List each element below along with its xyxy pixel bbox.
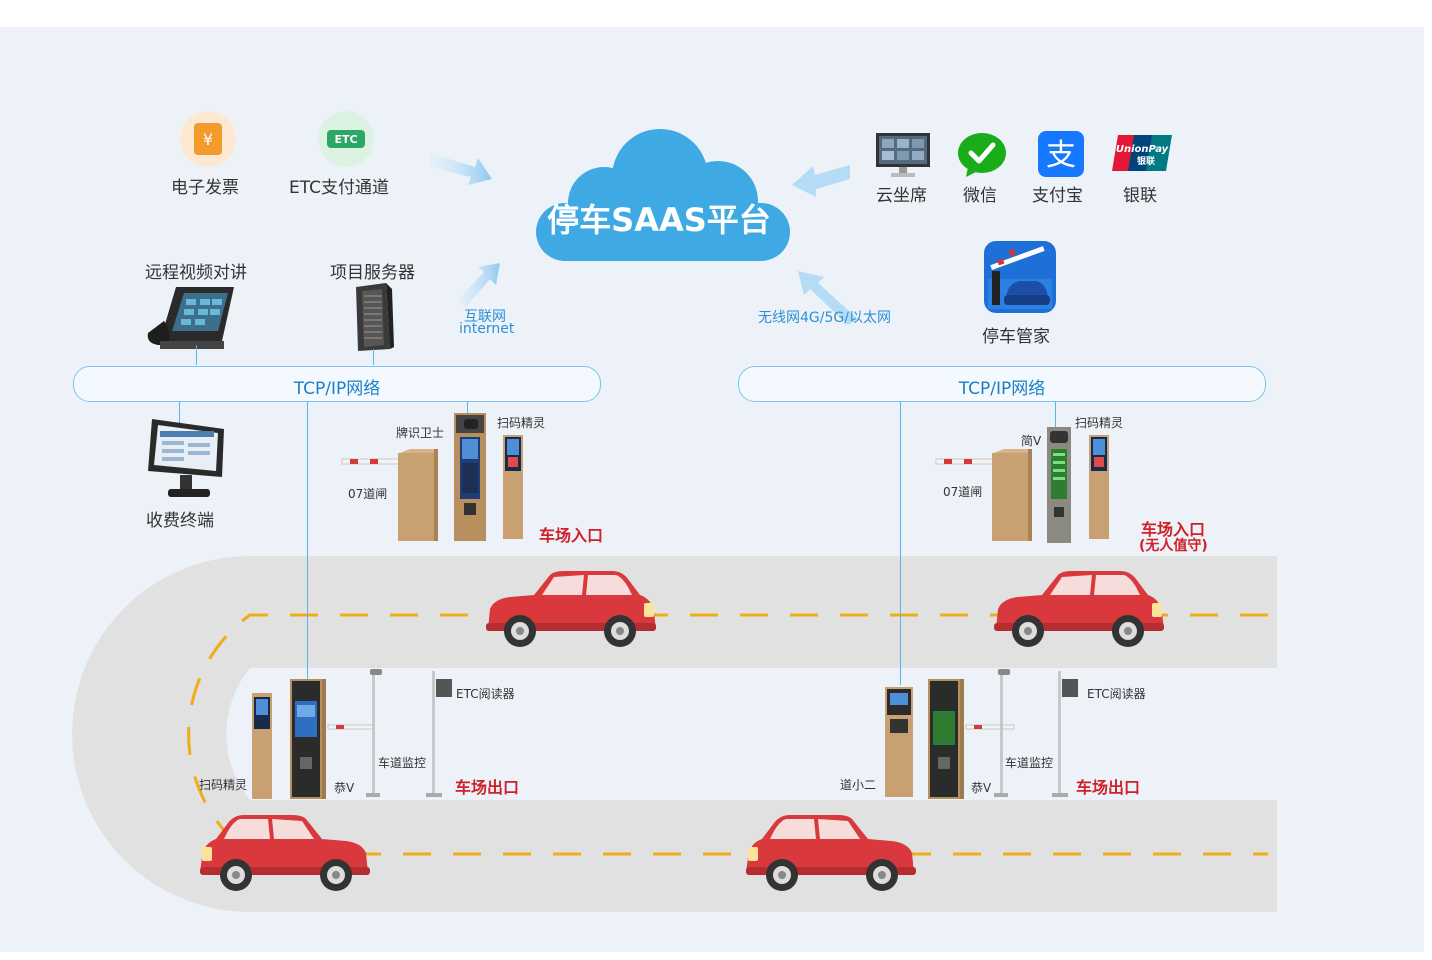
right-camera-label: 车道监控 [1005,756,1054,770]
svg-text:UnionPay: UnionPay [1116,144,1169,155]
intercom-icon [146,281,238,351]
etc-badge-text: ETC [334,133,357,146]
wechat-label: 微信 [963,186,997,206]
right-entry-subtitle: (无人值守) [1139,538,1208,554]
left-guard-label: 牌识卫士 [396,426,445,440]
invoice-label: 电子发票 [171,178,239,198]
left-entry-scanner-device [502,435,524,539]
cloud-title: 停车SAAS平台 [547,201,771,239]
right-daoxiaoer-label: 道小二 [840,778,877,792]
arrow-etc-to-cloud [430,153,492,185]
saas-cloud: 停车SAAS平台 [528,119,790,269]
arrow-wireless-to-cloud [798,271,858,325]
network-right-label: TCP/IP网络 [958,379,1046,399]
connector-right-entry [1055,401,1056,427]
left-gongv-label: 恭V [334,781,355,795]
right-daoxiaoer-device [884,687,914,797]
etc-icon: ETC [316,111,376,167]
right-jianv-device [1046,427,1072,543]
right-entry-gate-label: 07道闸 [943,485,983,499]
internet-cn-label: 互联网 [464,309,506,325]
right-entry-scanner-device [1088,435,1110,539]
left-camera-label: 车道监控 [378,756,427,770]
left-exit-scanner-label: 扫码精灵 [199,778,248,792]
internet-en-label: internet [459,321,515,337]
alipay-label: 支付宝 [1032,186,1083,206]
left-entry-scanner-label: 扫码精灵 [497,416,546,430]
right-etc-label: ETC阅读器 [1087,687,1146,701]
svg-text:银联: 银联 [1137,155,1156,167]
car-lower-left [200,815,370,891]
left-entry-barrier [340,447,440,543]
etc-label: ETC支付通道 [289,178,389,198]
alipay-icon: 支 [1038,131,1084,177]
arrows [430,153,858,325]
monitor-icon [874,131,932,179]
server-icon [352,283,394,353]
left-etc-label: ETC阅读器 [456,687,515,701]
left-etc-reader [422,667,458,799]
left-exit-title: 车场出口 [455,778,520,797]
left-exit-scanner-device [250,693,274,799]
connector-left-exit [307,401,308,685]
parking-app-label: 停车管家 [982,327,1050,347]
invoice-icon: ¥ [178,111,238,167]
connector-terminal [179,401,180,431]
server-label: 项目服务器 [330,263,415,283]
car-upper-left [486,571,656,647]
network-right: TCP/IP网络 [738,366,1266,402]
right-jianv-label: 简V [1021,434,1042,448]
intercom-label: 远程视频对讲 [145,263,247,283]
alipay-glyph: 支 [1046,138,1076,173]
wireless-label: 无线网4G/5G/以太网 [758,310,891,326]
left-exit-camera [326,667,388,799]
wechat-icon [956,131,1008,179]
left-gongv-device [288,679,328,799]
right-entry-scanner-label: 扫码精灵 [1075,416,1124,430]
terminal-icon [144,417,228,499]
monitor-label: 云坐席 [876,186,927,206]
network-left: TCP/IP网络 [73,366,601,402]
cars [200,571,1164,891]
arrow-payments-to-cloud [792,165,850,197]
left-entry-gate-label: 07道闸 [348,487,388,501]
right-entry-title: 车场入口 [1141,520,1206,539]
right-etc-reader [1048,667,1084,799]
terminal-label: 收费终端 [146,511,214,531]
connector-right-exit [900,401,901,685]
right-exit-title: 车场出口 [1076,778,1141,797]
left-guard-device [452,413,488,541]
arrow-server-to-cloud [458,263,500,307]
right-entry-barrier [934,447,1034,543]
diagram-canvas: 停车SAAS平台 ¥ 电子发票 ETC ETC支付通道 云坐席 微信 支 支付宝… [0,27,1424,952]
connector-intercom [196,345,197,365]
right-gongv-label: 恭V [971,781,992,795]
car-lower-right [746,815,916,891]
car-upper-right [994,571,1164,647]
left-entry-title: 车场入口 [539,526,604,545]
svg-text:¥: ¥ [203,130,213,149]
network-left-label: TCP/IP网络 [293,379,381,399]
parking-app-icon [984,241,1056,313]
right-exit-camera [964,667,1026,799]
right-gongv-device [926,679,966,799]
unionpay-label: 银联 [1123,186,1157,206]
connector-server [373,349,374,365]
